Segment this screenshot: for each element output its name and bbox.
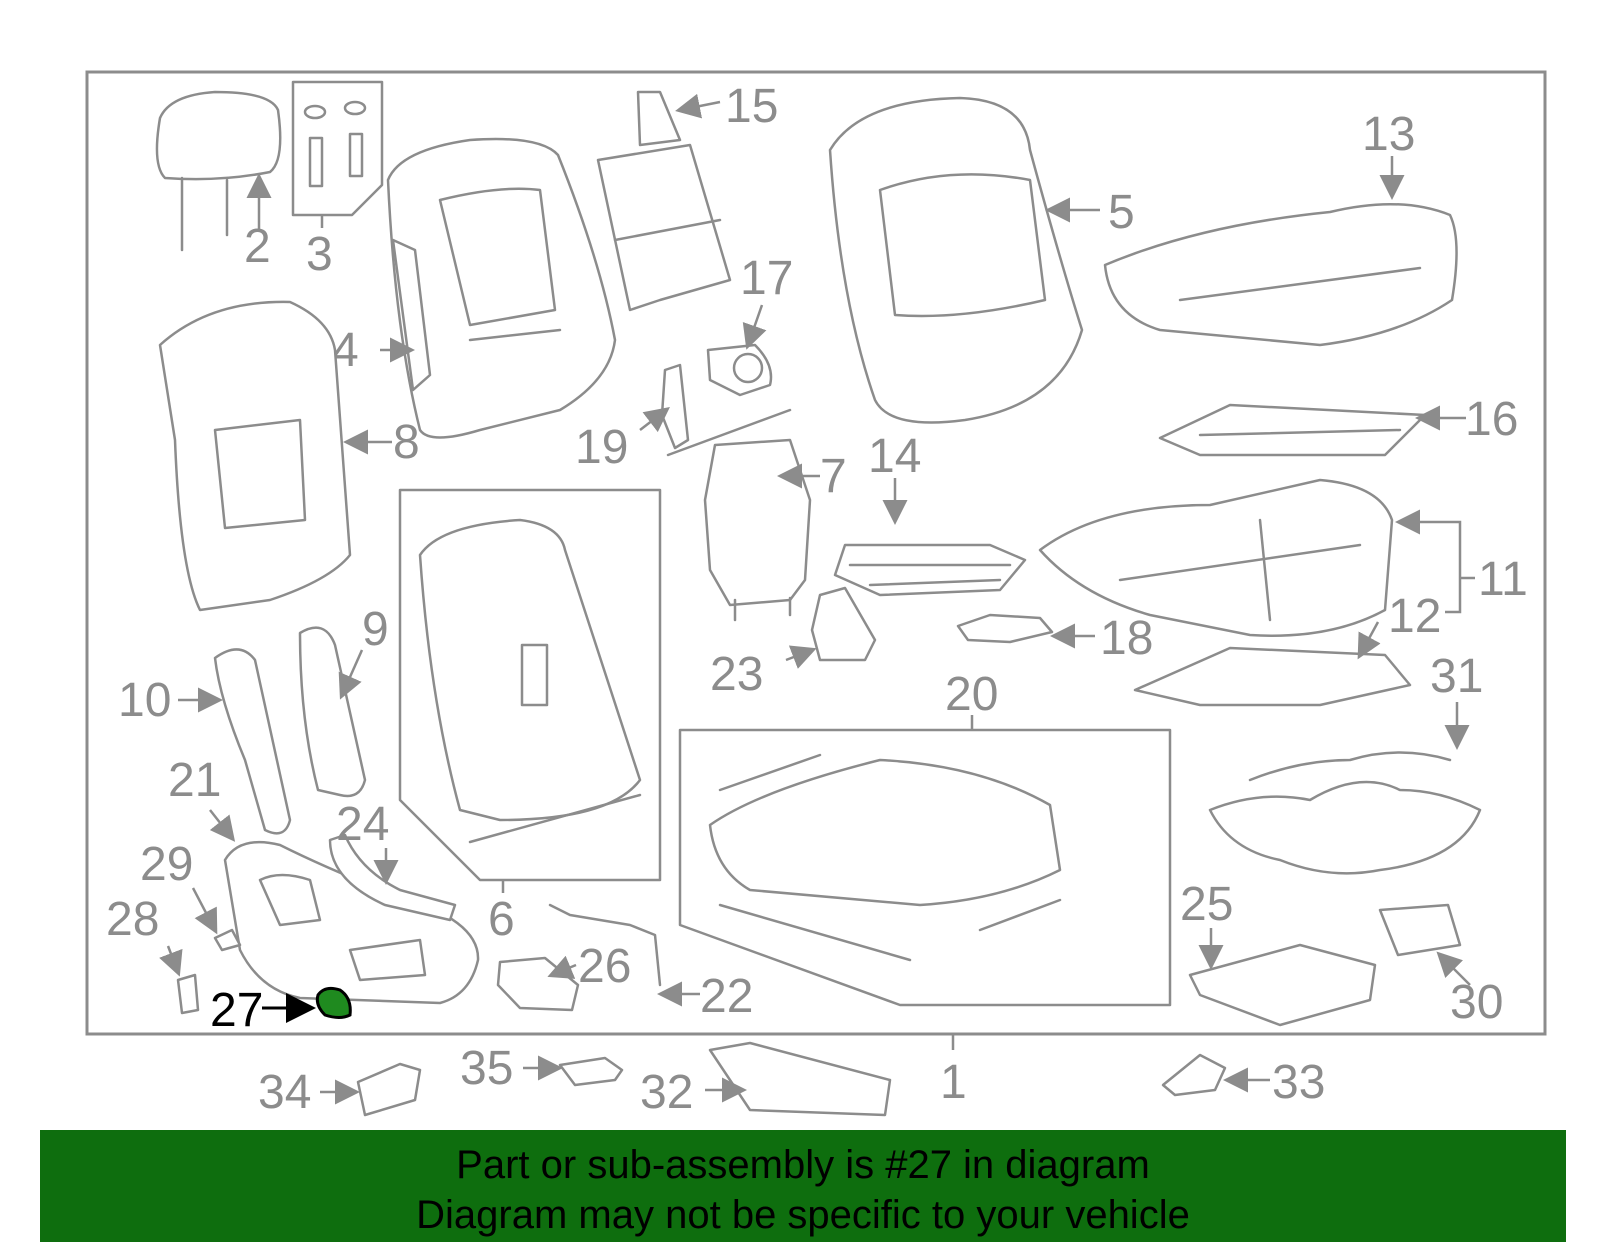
part-32-cover[interactable] [708,1041,892,1117]
callout-19: 19 [575,421,628,474]
part-18-module[interactable] [956,613,1054,644]
part-22-cable[interactable] [548,903,662,987]
callout-23: 23 [710,648,763,701]
part-24-trim-strip[interactable] [328,833,457,922]
callout-7: 7 [820,450,847,503]
info-banner: Part or sub-assembly is #27 in diagram D… [40,1130,1566,1242]
callout-12: 12 [1388,590,1441,643]
part-7-recliner-mechanism[interactable] [666,408,812,622]
part-10-side-panel[interactable] [213,648,292,835]
part-25-tray[interactable] [1188,943,1377,1027]
part-28-switch-knob[interactable] [176,973,200,1015]
part-26-bracket[interactable] [496,956,580,1012]
part-14-suspension-mat[interactable] [833,543,1027,597]
callout-28: 28 [106,893,159,946]
callout-8: 8 [393,416,420,469]
callout-21: 21 [168,754,221,807]
callout-1: 1 [940,1056,967,1109]
part-4-seatback-cover[interactable] [386,137,617,439]
part-35-clip[interactable] [558,1056,624,1087]
callout-3: 3 [306,228,333,281]
part-2-headrest[interactable] [155,90,282,252]
part-13-cushion-trim[interactable] [1103,203,1458,347]
part-19-bracket[interactable] [660,363,690,450]
part-31-wiring-harness[interactable] [1208,751,1482,875]
part-8-seatback-pad[interactable] [158,300,352,612]
part-5-seatback-trim[interactable] [828,96,1084,424]
callout-24: 24 [336,798,389,851]
callout-29: 29 [140,838,193,891]
part-30-control-module[interactable] [1378,903,1462,957]
banner-line-1: Part or sub-assembly is #27 in diagram [456,1143,1150,1187]
callout-2: 2 [244,220,271,273]
callout-14: 14 [868,430,921,483]
callout-16: 16 [1465,393,1518,446]
part-34-bracket[interactable] [356,1062,422,1117]
part-12-cushion-panel[interactable] [1133,646,1412,707]
callout-25: 25 [1180,878,1233,931]
part-6-seatback-frame[interactable] [398,488,662,882]
callout-15: 15 [725,80,778,133]
part-33-clip[interactable] [1161,1053,1227,1097]
callout-35: 35 [460,1042,513,1095]
callout-10: 10 [118,674,171,727]
callout-22: 22 [700,970,753,1023]
part-16-heater-pad[interactable] [1158,403,1427,457]
part-9-side-panel[interactable] [298,626,367,798]
callout-34: 34 [258,1066,311,1119]
callout-17: 17 [740,252,793,305]
callout-18: 18 [1100,612,1153,665]
callout-27: 27 [210,984,263,1037]
banner-line-2: Diagram may not be specific to your vehi… [416,1193,1190,1237]
part-11-cushion-pad[interactable] [1038,478,1394,637]
part-27-highlighted[interactable] [315,986,352,1019]
callout-5: 5 [1108,186,1135,239]
callout-20: 20 [945,668,998,721]
part-29-knob[interactable] [213,928,242,952]
callout-26: 26 [578,940,631,993]
callout-13: 13 [1362,108,1415,161]
part-15-back-panel[interactable] [596,90,732,312]
callout-6: 6 [488,893,515,946]
part-17-recliner[interactable] [706,343,773,397]
callout-31: 31 [1430,650,1483,703]
diagram-frame [85,70,1547,1036]
callout-32: 32 [640,1066,693,1119]
part-3-headrest-guides[interactable] [291,80,384,217]
callout-30: 30 [1450,976,1503,1029]
part-20-seat-adjuster[interactable] [678,728,1172,1007]
callout-33: 33 [1272,1056,1325,1109]
callout-11: 11 [1478,553,1528,606]
part-23-bracket[interactable] [810,586,877,662]
callout-9: 9 [362,603,389,656]
